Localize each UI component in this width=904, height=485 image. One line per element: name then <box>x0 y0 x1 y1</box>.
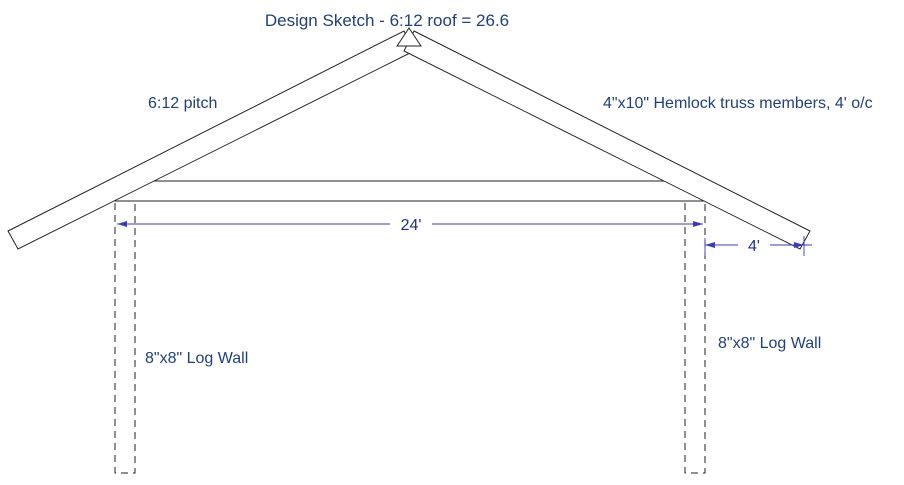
right-wall-label: 8"x8" Log Wall <box>718 335 821 352</box>
bottom-chord <box>114 180 706 202</box>
span-dimension-text: 24' <box>401 217 422 234</box>
right-log-wall <box>684 199 706 474</box>
overhang-dimension: 4' <box>704 236 812 256</box>
ridge-cap <box>396 27 422 47</box>
truss-members-label: 4"x10" Hemlock truss members, 4' o/c <box>603 95 873 112</box>
sketch-title: Design Sketch - 6:12 roof = 26.6 <box>265 11 509 30</box>
pitch-label: 6:12 pitch <box>148 95 217 112</box>
span-dimension: 24' <box>117 217 703 234</box>
overhang-arrow-left <box>705 242 715 248</box>
overhang-dimension-text: 4' <box>748 238 760 255</box>
span-arrow-right <box>693 221 703 227</box>
overhang-arrow-right <box>794 242 804 248</box>
span-arrow-left <box>117 221 127 227</box>
left-log-wall <box>114 199 136 474</box>
left-wall-label: 8"x8" Log Wall <box>145 350 248 367</box>
left-rafter <box>7 30 415 250</box>
right-rafter <box>403 30 811 250</box>
